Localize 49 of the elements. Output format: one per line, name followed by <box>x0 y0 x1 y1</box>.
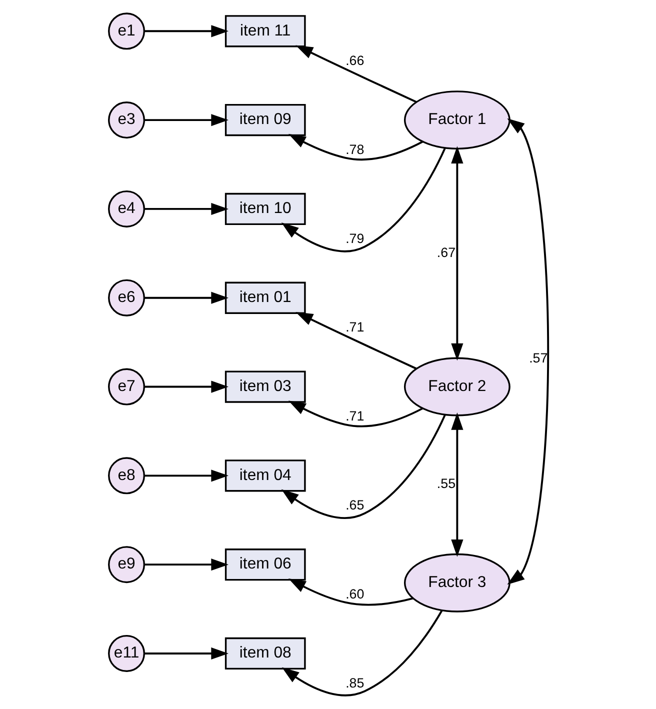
edge-label: .78 <box>345 142 364 157</box>
arrow <box>288 400 422 428</box>
arrow <box>144 25 228 38</box>
node-circle: e6 <box>108 279 145 316</box>
edge-label: .67 <box>436 244 456 260</box>
arrow <box>281 610 442 696</box>
edge-label: .60 <box>345 586 364 602</box>
node-box: item 06 <box>224 548 306 581</box>
arrow <box>144 114 228 126</box>
arrow <box>288 134 422 160</box>
arrow <box>295 45 416 103</box>
arrow <box>506 118 549 585</box>
node-circle: e1 <box>108 12 145 50</box>
node-ellipse: Factor 2 <box>403 357 510 416</box>
arrow <box>450 146 463 361</box>
node-box: item 03 <box>224 370 306 403</box>
node-box: item 04 <box>224 460 306 492</box>
arrow <box>450 412 463 557</box>
arrow <box>280 148 446 252</box>
arrow <box>144 470 228 482</box>
edge-label: .85 <box>345 675 364 690</box>
arrow <box>288 578 413 606</box>
arrow <box>280 414 446 519</box>
arrow <box>144 558 228 571</box>
node-box: item 11 <box>224 15 306 48</box>
arrow <box>144 292 228 304</box>
arrow <box>295 312 416 370</box>
node-box: item 09 <box>224 104 306 136</box>
node-box: item 01 <box>224 282 306 314</box>
node-box: item 08 <box>224 637 306 670</box>
edge-label: .79 <box>345 230 364 246</box>
node-ellipse: Factor 1 <box>403 90 510 150</box>
edge-label: .66 <box>345 53 364 68</box>
node-box: item 10 <box>224 192 306 226</box>
arrow <box>144 202 228 216</box>
node-circle: e9 <box>108 546 145 584</box>
arrow <box>144 647 228 660</box>
edge-label: .55 <box>436 476 456 492</box>
node-circle: e3 <box>108 102 145 139</box>
edge-label: .65 <box>345 498 364 513</box>
edge-label: .71 <box>345 320 364 335</box>
node-circle: e4 <box>108 190 145 228</box>
node-circle: e8 <box>108 457 145 494</box>
node-circle: e7 <box>108 368 145 406</box>
edge-label: .71 <box>345 408 364 424</box>
node-ellipse: Factor 3 <box>403 553 510 612</box>
arrow <box>144 380 228 393</box>
edge-label: .57 <box>528 350 548 366</box>
node-circle: e11 <box>108 634 145 672</box>
